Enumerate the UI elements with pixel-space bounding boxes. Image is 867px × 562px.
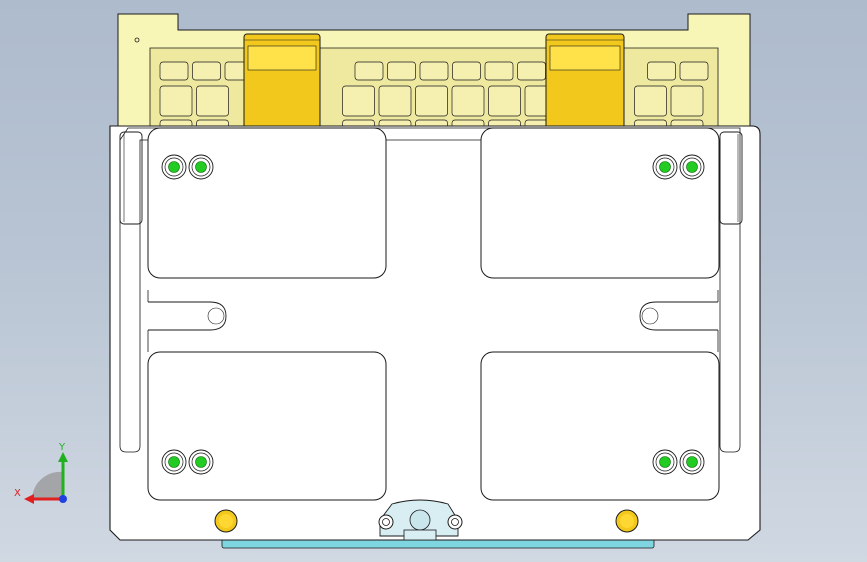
screw-head <box>679 154 705 180</box>
keyboard-key <box>484 61 514 81</box>
keyboard-key <box>415 85 448 117</box>
screw-head <box>652 449 678 475</box>
keyboard-key <box>354 61 384 81</box>
coordinate-triad-icon: Y X <box>14 442 68 504</box>
keyboard-key <box>378 85 412 117</box>
keyboard-key <box>488 85 521 117</box>
right-latch <box>545 33 625 131</box>
keyboard-key <box>159 85 193 117</box>
screw-head <box>652 154 678 180</box>
screw-head <box>161 449 187 475</box>
keyboard-key <box>451 85 485 117</box>
keyboard-key <box>192 61 221 81</box>
axis-y-label: Y <box>58 442 66 453</box>
keyboard-key <box>452 61 481 81</box>
keyboard-key <box>634 85 667 117</box>
pocket-top-left <box>147 127 387 279</box>
keyboard-key <box>670 85 704 117</box>
axis-x-label: X <box>14 488 21 499</box>
keyboard-key <box>419 61 449 81</box>
pocket-bottom-left <box>147 351 387 501</box>
keyboard-housing <box>117 13 751 129</box>
left-latch <box>243 33 321 131</box>
pocket-bottom-right <box>480 351 720 501</box>
screw-head <box>679 449 705 475</box>
locating-pins <box>214 509 639 533</box>
screw-head <box>161 154 187 180</box>
keyboard-key <box>517 61 546 81</box>
screw-head <box>188 154 214 180</box>
fixture-plate <box>109 125 761 541</box>
keyboard-key <box>196 85 229 117</box>
screw-head <box>188 449 214 475</box>
keyboard-key <box>679 61 709 81</box>
keyboard-key <box>387 61 416 81</box>
center-bracket <box>378 499 463 541</box>
keyboard-key <box>342 85 375 117</box>
keyboard-key <box>647 61 676 81</box>
keyboard-key <box>159 61 189 81</box>
screw-group <box>161 154 705 475</box>
pocket-top-right <box>480 127 720 279</box>
